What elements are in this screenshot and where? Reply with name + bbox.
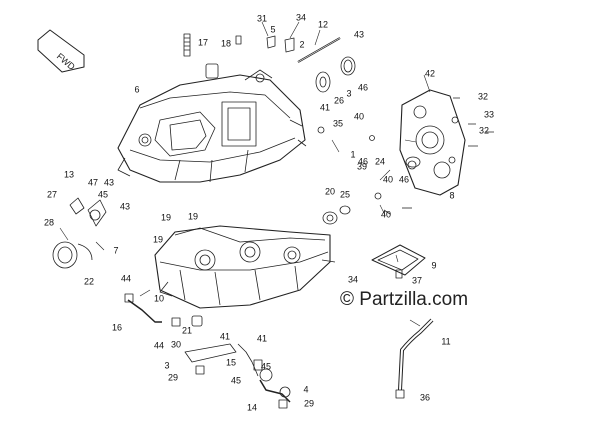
callout-43: 43: [353, 29, 365, 40]
callout-19: 19: [160, 212, 172, 223]
callout-25: 25: [339, 189, 351, 200]
callout-41: 41: [256, 333, 268, 344]
callout-19: 19: [152, 234, 164, 245]
callout-26: 26: [333, 95, 345, 106]
bolts-studs: [183, 33, 494, 215]
shaft-rod: [297, 37, 341, 63]
callout-36: 36: [419, 392, 431, 403]
callout-39: 39: [356, 161, 368, 172]
callout-14: 14: [246, 402, 258, 413]
callout-31: 31: [256, 13, 268, 24]
callout-42: 42: [424, 68, 436, 79]
callout-19: 19: [187, 211, 199, 222]
callout-32: 32: [477, 91, 489, 102]
callout-2: 2: [299, 39, 305, 50]
breather-fittings: [69, 197, 203, 327]
callout-10: 10: [153, 293, 165, 304]
callout-12: 12: [317, 19, 329, 30]
callout-5: 5: [270, 24, 276, 35]
callout-32: 32: [478, 125, 490, 136]
callout-40: 40: [380, 209, 392, 220]
upper-crankcase: [117, 69, 307, 183]
watermark: © Partzilla.com: [340, 289, 469, 310]
callout-22: 22: [83, 276, 95, 287]
callout-8: 8: [449, 190, 455, 201]
callout-29: 29: [167, 372, 179, 383]
callout-30: 30: [170, 339, 182, 350]
callout-35: 35: [332, 118, 344, 129]
callout-17: 17: [197, 37, 209, 48]
callout-43: 43: [103, 177, 115, 188]
callout-46: 46: [357, 82, 369, 93]
lower-crankcase: [154, 225, 336, 309]
callout-34: 34: [347, 274, 359, 285]
callout-28: 28: [43, 217, 55, 228]
callout-3: 3: [346, 88, 352, 99]
callout-4: 4: [303, 384, 309, 395]
callout-29: 29: [303, 398, 315, 409]
callout-40: 40: [382, 174, 394, 185]
callout-11: 11: [441, 336, 451, 347]
callout-33: 33: [483, 109, 495, 120]
bearings-seals: [52, 56, 421, 269]
oil-pipe: [395, 318, 434, 399]
callout-16: 16: [111, 322, 123, 333]
oil-strainer: [371, 244, 426, 279]
callout-44: 44: [153, 340, 165, 351]
side-cover: [399, 89, 466, 196]
fwd-arrow-icon: FWD: [37, 29, 85, 73]
callout-46: 46: [357, 156, 369, 167]
callout-47: 47: [87, 177, 99, 188]
bracket-hose: [184, 343, 291, 409]
callout-34: 34: [295, 12, 307, 23]
callout-43: 43: [119, 201, 131, 212]
callout-1: 1: [350, 149, 356, 160]
callout-41: 41: [319, 102, 331, 113]
callout-21: 21: [181, 325, 193, 336]
callout-45: 45: [97, 189, 109, 200]
callout-18: 18: [220, 38, 232, 49]
callout-37: 37: [411, 275, 423, 286]
callout-6: 6: [134, 84, 140, 95]
callout-9: 9: [431, 260, 437, 271]
callout-15: 15: [225, 357, 237, 368]
callout-7: 7: [113, 245, 119, 256]
callout-20: 20: [324, 186, 336, 197]
callout-40: 40: [353, 111, 365, 122]
callout-46: 46: [398, 174, 410, 185]
callout-13: 13: [63, 169, 75, 180]
leader-lines: [59, 21, 431, 327]
callout-24: 24: [374, 156, 386, 167]
callout-45: 45: [230, 375, 242, 386]
callout-44: 44: [120, 273, 132, 284]
callout-45: 45: [260, 361, 272, 372]
callout-41: 41: [219, 331, 231, 342]
callout-3: 3: [164, 360, 170, 371]
callout-27: 27: [46, 189, 58, 200]
